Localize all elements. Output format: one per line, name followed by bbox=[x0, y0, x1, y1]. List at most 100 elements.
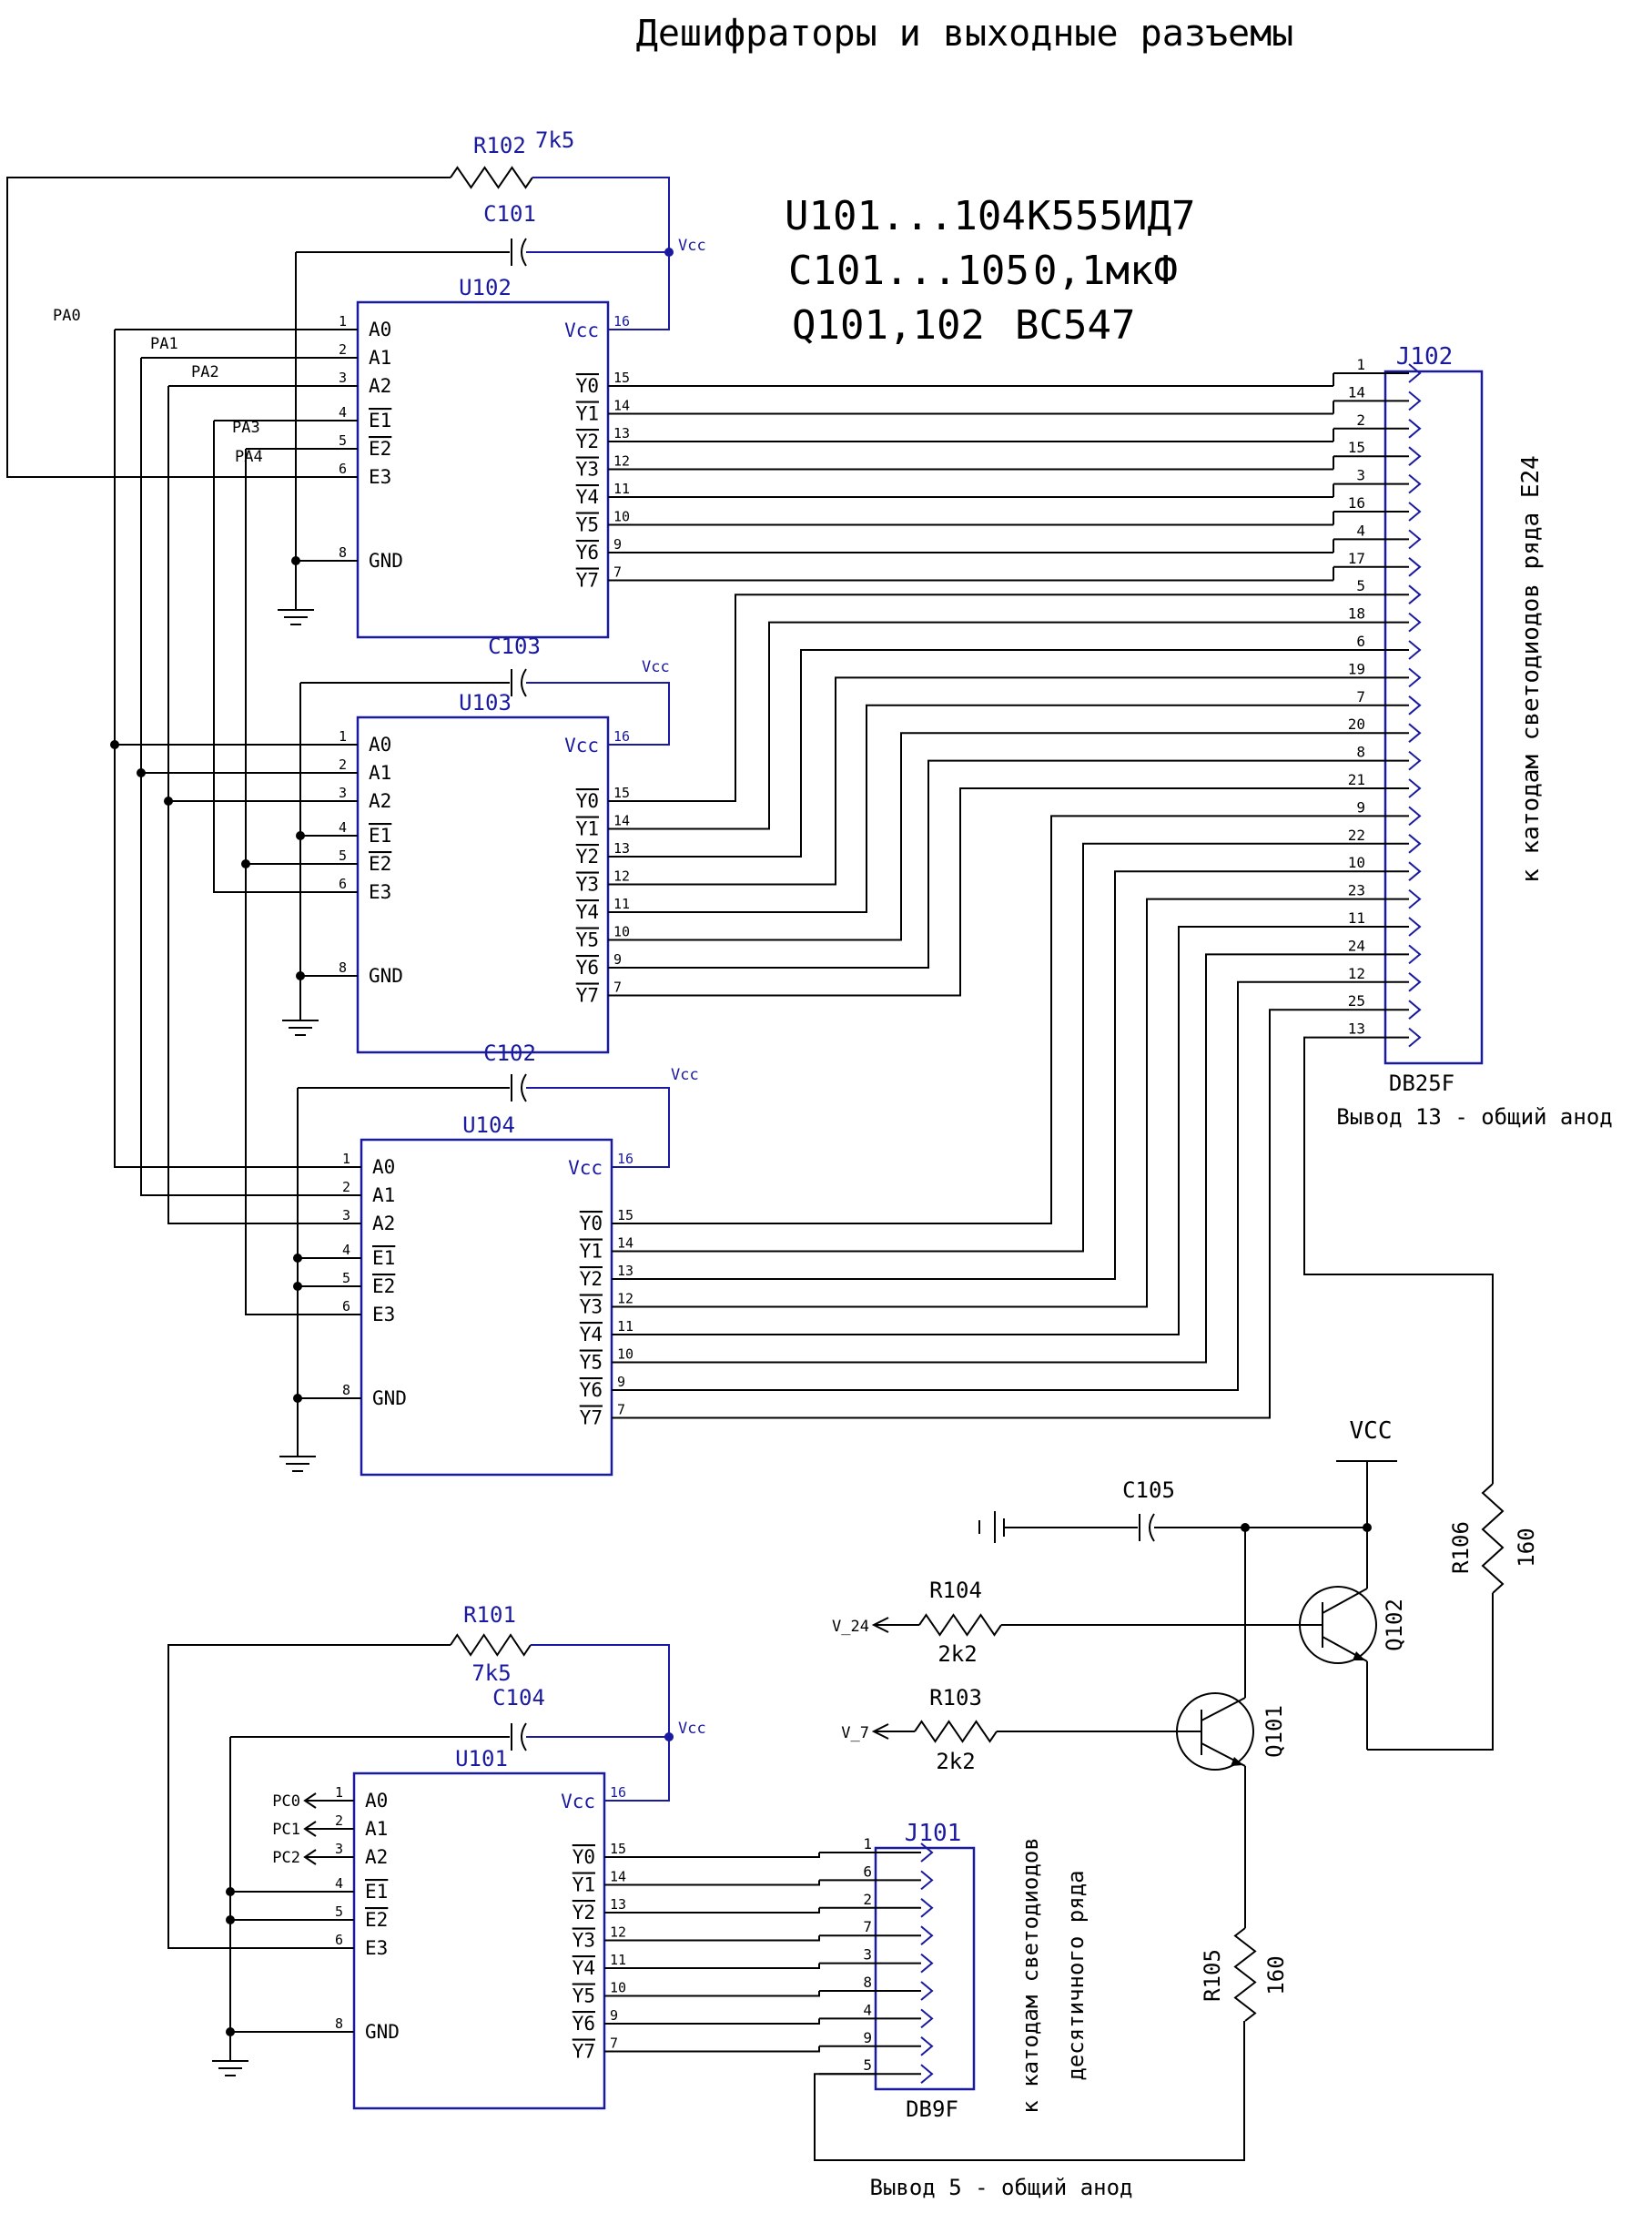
pin-label: Y0 bbox=[573, 1846, 595, 1868]
parts-value: BC547 bbox=[1015, 302, 1135, 349]
pin-number: 8 bbox=[342, 1382, 350, 1398]
pin-number: 9 bbox=[863, 2029, 872, 2046]
pin-label: Y6 bbox=[573, 2013, 595, 2035]
pin-number: 7 bbox=[613, 564, 622, 581]
junction-dot bbox=[293, 1282, 302, 1291]
pin-number: 16 bbox=[617, 1151, 633, 1167]
pin-number: 2 bbox=[342, 1179, 350, 1195]
pin-number: 11 bbox=[617, 1318, 633, 1335]
j101-bottom-note: Вывод 5 - общий анод bbox=[870, 2175, 1133, 2200]
pin-number: 6 bbox=[863, 1863, 872, 1880]
pin-label: A2 bbox=[369, 375, 391, 397]
pin-number: 7 bbox=[613, 980, 622, 996]
vcc-pin-label: Vcc bbox=[561, 1791, 595, 1812]
pin-number: 10 bbox=[610, 1980, 626, 1996]
pin-number: 16 bbox=[613, 313, 630, 330]
net-pa2: PA2 bbox=[191, 363, 219, 381]
connector-j101-type: DB9F bbox=[906, 2096, 958, 2122]
pin-number: 13 bbox=[617, 1263, 633, 1279]
chip-u103 bbox=[356, 716, 610, 1054]
pin-number: 8 bbox=[1356, 744, 1365, 761]
pin-label: E1 bbox=[365, 1881, 388, 1903]
vcc-pin-label: Vcc bbox=[564, 735, 599, 756]
pin-label: GND bbox=[365, 2021, 400, 2043]
pin-label: Y7 bbox=[573, 2041, 595, 2063]
connector-j102-ref: J102 bbox=[1396, 343, 1454, 371]
capacitor-c102 bbox=[511, 1073, 527, 1102]
pin-label: E1 bbox=[372, 1247, 395, 1269]
capacitor-c104-ref: C104 bbox=[492, 1685, 545, 1711]
pin-number: 1 bbox=[863, 1835, 872, 1853]
resistor-r101-ref: R101 bbox=[463, 1602, 516, 1628]
ground-symbol bbox=[279, 1444, 316, 1472]
pin-label: E3 bbox=[372, 1304, 395, 1325]
transistor-q102-ref: Q102 bbox=[1382, 1599, 1407, 1651]
pin-number: 14 bbox=[610, 1869, 626, 1885]
resistor-r104-ref: R104 bbox=[929, 1578, 982, 1603]
pin-number: 16 bbox=[613, 728, 630, 745]
pin-number: 19 bbox=[1348, 660, 1365, 677]
pin-label: E2 bbox=[369, 853, 391, 875]
capacitor-c104 bbox=[511, 1722, 527, 1751]
junction-dot bbox=[293, 1254, 302, 1263]
connector-j101 bbox=[874, 1846, 976, 2091]
pin-number: 4 bbox=[335, 1875, 343, 1892]
pin-number: 16 bbox=[1348, 494, 1365, 512]
chip-u102-label: U102 bbox=[459, 275, 512, 300]
pin-number: 9 bbox=[610, 2007, 618, 2024]
junction-dot bbox=[137, 768, 146, 777]
pin-label: Y7 bbox=[576, 570, 599, 592]
capacitor-c101-ref: C101 bbox=[483, 201, 536, 227]
pin-number: 6 bbox=[339, 461, 347, 477]
pin-label: Y1 bbox=[573, 1874, 595, 1896]
pin-number: 14 bbox=[613, 813, 630, 829]
pin-number: 21 bbox=[1348, 771, 1365, 788]
pin-label: A1 bbox=[369, 347, 391, 369]
pin-number: 9 bbox=[1356, 798, 1365, 816]
pin-number: 12 bbox=[617, 1291, 633, 1307]
pin-label: Y7 bbox=[576, 985, 599, 1007]
pin-number: 1 bbox=[335, 1784, 343, 1801]
pin-label: Y3 bbox=[576, 459, 599, 481]
pin-label: Y4 bbox=[576, 486, 599, 508]
pin-label: A1 bbox=[372, 1184, 395, 1206]
net-pa3: PA3 bbox=[232, 419, 260, 437]
pin-number: 3 bbox=[339, 370, 347, 386]
vcc-pin-label: Vcc bbox=[568, 1157, 603, 1179]
pin-label: E2 bbox=[369, 438, 391, 460]
pin-number: 3 bbox=[339, 785, 347, 801]
junction-dot bbox=[110, 740, 119, 749]
pin-number: 15 bbox=[1348, 439, 1365, 456]
pin-number: 8 bbox=[863, 1974, 872, 1991]
resistor-r102 bbox=[450, 166, 533, 189]
pin-label: Y0 bbox=[576, 790, 599, 812]
net-v7: V_7 bbox=[841, 1724, 869, 1742]
resistor-r104 bbox=[918, 1613, 1002, 1637]
resistor-r105 bbox=[1233, 1927, 1257, 2022]
resistor-r106 bbox=[1481, 1483, 1505, 1594]
pin-number: 10 bbox=[613, 924, 630, 940]
junction-dot bbox=[296, 831, 305, 840]
pin-label: E1 bbox=[369, 410, 391, 431]
pin-label: A2 bbox=[369, 790, 391, 812]
pin-label: GND bbox=[372, 1387, 407, 1409]
pin-number: 2 bbox=[863, 1891, 872, 1908]
pin-number: 2 bbox=[335, 1812, 343, 1829]
net-pa4: PA4 bbox=[235, 448, 263, 466]
pin-number: 7 bbox=[863, 1918, 872, 1935]
net-pc0: PC0 bbox=[272, 1792, 300, 1811]
parts-ref: U101...104 bbox=[785, 193, 1026, 239]
net-pc1: PC1 bbox=[272, 1821, 300, 1839]
pin-number: 7 bbox=[610, 2035, 618, 2052]
pin-label: Y3 bbox=[573, 1930, 595, 1952]
pin-label: Y7 bbox=[580, 1407, 603, 1429]
pin-number: 14 bbox=[613, 398, 630, 414]
pin-number: 5 bbox=[339, 848, 347, 864]
resistor-r101 bbox=[450, 1633, 532, 1657]
pin-label: Y2 bbox=[580, 1268, 603, 1290]
pin-label: E3 bbox=[365, 1937, 388, 1959]
pin-number: 13 bbox=[613, 425, 630, 442]
resistor-r106-ref: R106 bbox=[1448, 1521, 1474, 1574]
pin-number: 1 bbox=[1356, 356, 1365, 373]
